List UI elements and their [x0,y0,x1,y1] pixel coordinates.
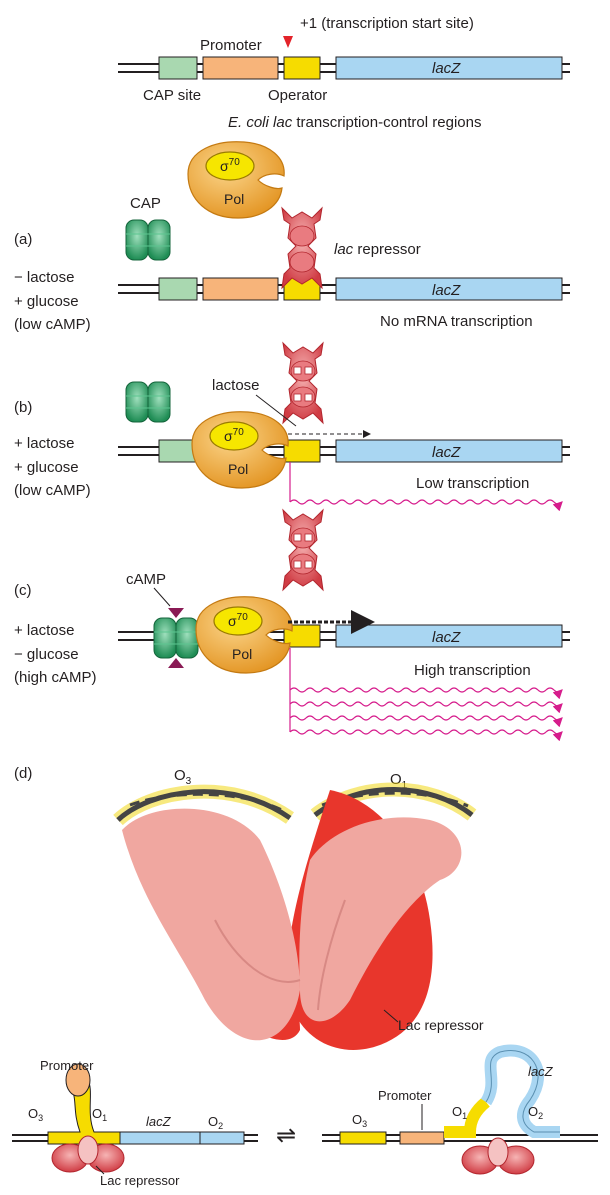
lac-repressor-icon [461,1137,535,1175]
panel-b-letter: (b) [14,399,32,416]
panel-c-result: High transcription [414,662,531,679]
panel-b-condition-3: (low cAMP) [14,482,91,499]
lac-repressor-structure [113,782,477,1050]
lactose-pointer [255,394,297,427]
mrna-transcript [289,687,563,700]
promoter-loop [65,1063,91,1097]
cap-site-label: CAP site [143,87,201,104]
header-dna-map: +1 (transcription start site) Promoter C… [118,15,570,131]
mrna-transcript [289,715,563,728]
rna-polymerase-icon: σ70 Pol [191,411,289,489]
svg-text:σ70: σ70 [228,612,248,629]
promoter-box [202,56,279,80]
o1-bend [444,1097,490,1138]
panel-a: (a) − lactose + glucose (low cAMP) CAP σ… [14,141,570,333]
cap-protein-bound-icon [153,608,199,668]
panel-c-condition-2: − glucose [14,646,79,663]
equilibrium-icon: ⇌ [276,1122,296,1149]
lacz-label-loop: lacZ [528,1064,554,1079]
cap-site-box [158,277,198,301]
rna-polymerase-icon: σ70 Pol [187,141,285,219]
promoter-label-right: Promoter [378,1088,432,1103]
panel-c-letter: (c) [14,582,32,599]
operator-box [283,439,321,463]
lac-repressor-label: lac repressor [334,241,421,258]
rna-polymerase-icon: σ70 Pol [195,596,293,674]
start-site-marker-icon [283,36,293,48]
lacz-box [335,439,563,463]
lacz-label: lacZ [432,629,461,646]
o1-label-left: O1 [92,1106,107,1123]
lac-repressor-structure-label: Lac repressor [398,1017,484,1033]
camp-pointer [153,587,171,607]
panel-b-condition-1: + lactose [14,435,74,452]
panel-d-letter: (d) [14,765,32,782]
panel-a-condition-2: + glucose [14,293,79,310]
lac-repressor-icon [281,207,323,289]
lacz-box [119,1131,201,1145]
lacz-box [335,277,563,301]
lacz-label: lacZ [432,60,461,77]
cap-site-box [158,439,198,463]
cap-protein-icon [125,219,171,261]
cap-label: CAP [130,195,161,212]
mrna-transcript [289,701,563,714]
panel-a-result: No mRNA transcription [380,313,533,330]
camp-label: cAMP [126,571,166,588]
panel-a-condition-3: (low cAMP) [14,316,91,333]
camp-icon [168,658,184,668]
lac-repressor-icon [282,342,324,424]
panel-b-condition-2: + glucose [14,459,79,476]
svg-text:σ70: σ70 [220,157,240,174]
o3-label-right: O3 [352,1112,367,1129]
promoter-box [399,1131,445,1145]
panel-d: (d) O3 O1 Lac repressor [14,765,484,1050]
svg-text:Pol: Pol [224,191,244,207]
cap-site-box [158,56,198,80]
lacz-label-left: lacZ [146,1114,172,1129]
o3-box [339,1131,387,1145]
panel-c-condition-1: + lactose [14,622,74,639]
promoter-label: Promoter [200,37,262,54]
bottom-looping-diagrams: Promoter O3 O1 lacZ O2 Lac repressor ⇌ O… [12,1044,598,1188]
o3-label: O3 [174,767,192,787]
cap-protein-icon [125,381,171,423]
panel-a-letter: (a) [14,231,32,248]
camp-icon [168,608,184,618]
operator-box [283,56,321,80]
lac-repressor-pointer [383,1009,399,1023]
lac-repressor-icon [51,1135,125,1173]
svg-text:Pol: Pol [228,461,248,477]
mrna-transcript [289,729,563,742]
panel-b-result: Low transcription [416,475,529,492]
panel-a-condition-1: − lactose [14,269,74,286]
o2-label-left: O2 [208,1114,223,1131]
lacz-label: lacZ [432,282,461,299]
lacz-box [335,56,563,80]
promoter-label-left: Promoter [40,1058,94,1073]
mrna-transcript [289,499,563,512]
svg-text:Pol: Pol [232,646,252,662]
caption: E. coli lac transcription-control region… [228,114,481,131]
operator-box [283,624,321,648]
svg-text:σ70: σ70 [224,427,244,444]
panel-c: (c) + lactose − glucose (high cAMP) cAMP… [14,509,570,742]
o1-label-right: O1 [452,1104,467,1121]
o3-label-left: O3 [28,1106,43,1123]
lacz-label: lacZ [432,444,461,461]
promoter-box [202,277,279,301]
lacz-box [335,624,563,648]
lactose-label: lactose [212,377,260,394]
lac-repressor-icon [282,509,324,591]
lac-repressor-label-bottom: Lac repressor [100,1173,180,1188]
o2-box [199,1131,245,1145]
o2-label-right: O2 [528,1104,543,1121]
panel-c-condition-3: (high cAMP) [14,669,97,686]
panel-b: (b) + lactose + glucose (low cAMP) lacto… [14,342,570,512]
start-site-label: +1 (transcription start site) [300,15,474,32]
operator-label: Operator [268,87,327,104]
